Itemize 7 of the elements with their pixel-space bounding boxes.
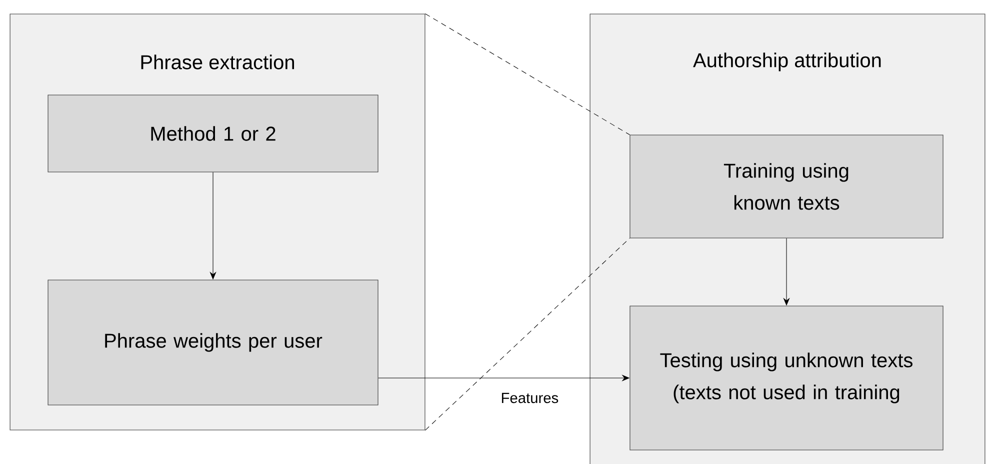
- process-box: Method 1 or 2: [48, 94, 378, 172]
- dashed-line: [424, 238, 630, 431]
- process-box: Testing using unknown texts (texts not used in training: [630, 306, 944, 450]
- dashed-line: [424, 13, 630, 136]
- edge-label: Features: [499, 392, 560, 404]
- process-box: Phrase weights per user: [48, 280, 378, 406]
- process-box: Training using known texts: [630, 134, 944, 238]
